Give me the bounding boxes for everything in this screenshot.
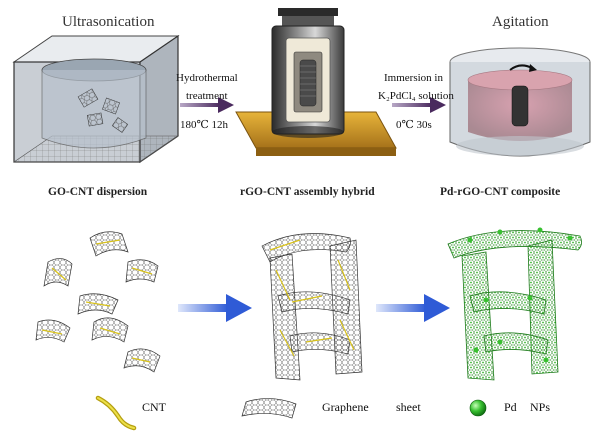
agitation-label: Agitation [492, 14, 549, 30]
flow-arrow-1 [178, 294, 252, 322]
hydrothermal-conditions: 180℃ 12h [180, 119, 229, 131]
immersion-label: Immersion in [384, 72, 443, 84]
process-arrow-hydrothermal [180, 97, 234, 113]
immersion-conditions: 0℃ 30s [396, 119, 432, 131]
agitation-vessel [449, 47, 591, 157]
pd-legend-label: Pd [504, 400, 517, 414]
ultrasonication-bath [12, 34, 180, 164]
process-arrow-immersion [392, 97, 446, 113]
pd-rgo-cnt-composite-caption: Pd-rGO-CNT composite [440, 186, 561, 198]
hydrothermal-autoclave [235, 8, 397, 156]
ultrasonication-label: Ultrasonication [62, 14, 155, 30]
pd-np-legend-icon [469, 399, 487, 417]
graphene-legend-label: Graphene [322, 400, 369, 414]
go-cnt-sheets [35, 231, 161, 373]
rgo-cnt-assembly [261, 233, 363, 381]
cnt-legend-icon [95, 395, 137, 431]
go-cnt-particles [77, 88, 129, 133]
flow-arrow-2 [376, 294, 450, 322]
graphene-sheet-legend-icon [241, 398, 297, 419]
go-cnt-dispersion-caption: GO-CNT dispersion [48, 186, 148, 198]
go-cnt-tubes [41, 239, 153, 363]
rgo-cnt-assembly-caption: rGO-CNT assembly hybrid [240, 186, 375, 198]
cnt-legend-label: CNT [142, 400, 166, 414]
pd-rgo-cnt-composite [447, 227, 582, 381]
hydrothermal-label: Hydrothermal [176, 72, 238, 84]
sheet-legend-label: sheet [396, 400, 421, 414]
treatment-label: treatment [186, 90, 228, 102]
k2pdcl4-solution-label: K₂PdCl₄ solution [378, 90, 454, 102]
nps-legend-label: NPs [530, 400, 551, 414]
